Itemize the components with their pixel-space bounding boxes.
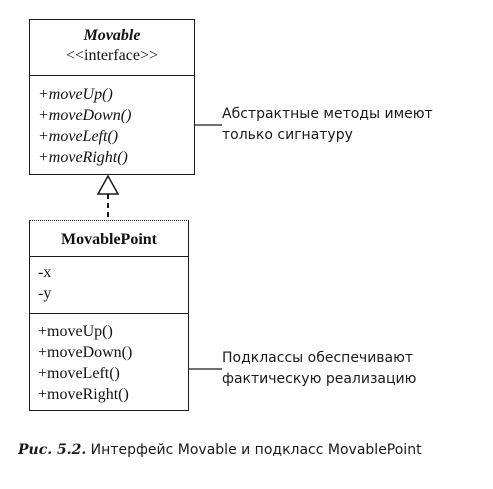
movable-interface-box: Movable <<interface>> +moveUp() +moveDow… xyxy=(29,19,195,175)
movable-method-move-down: +moveDown() xyxy=(38,107,132,124)
movable-point-title-compartment: MovablePoint xyxy=(30,221,188,257)
movable-method-move-up: +moveUp() xyxy=(38,86,113,103)
note-abstract-line-2: только сигнатуру xyxy=(222,127,353,143)
movable-point-methods-compartment: +moveUp() +moveDown() +moveLeft() +moveR… xyxy=(30,314,188,405)
movable-point-method-move-left: +moveLeft() xyxy=(38,365,120,382)
movable-methods-compartment: +moveUp() +moveDown() +moveLeft() +moveR… xyxy=(30,76,194,168)
movable-point-attribute-y: -y xyxy=(38,285,52,302)
note-subclasses-line-2: фактическую реализацию xyxy=(222,371,417,387)
movable-point-method-move-down: +moveDown() xyxy=(38,344,133,361)
movable-stereotype: <<interface>> xyxy=(65,47,159,64)
movable-point-attributes-compartment: -x -y xyxy=(30,257,188,314)
movable-point-method-move-up: +moveUp() xyxy=(38,323,113,340)
note-subclasses-line-1: Подклассы обеспечивают xyxy=(222,350,414,366)
movable-point-class-name: MovablePoint xyxy=(61,231,157,248)
figure-caption-label: Рис. 5.2. xyxy=(18,442,87,458)
note-abstract-methods: Абстрактные методы имеют только сигнатур… xyxy=(222,104,433,146)
note-subclasses-implementation: Подклассы обеспечивают фактическую реали… xyxy=(222,348,416,390)
movable-point-attribute-x: -x xyxy=(38,264,52,281)
realization-arrowhead xyxy=(96,174,120,195)
movable-point-class-box: MovablePoint -x -y +moveUp() +moveDown()… xyxy=(29,220,189,411)
movable-title-compartment: Movable <<interface>> xyxy=(30,20,194,76)
movable-class-name: Movable xyxy=(83,27,141,44)
figure-caption-text: Интерфейс Movable и подкласс MovablePoin… xyxy=(86,442,422,458)
figure-caption: Рис. 5.2. Интерфейс Movable и подкласс M… xyxy=(18,440,422,460)
movable-point-method-move-right: +moveRight() xyxy=(38,386,129,403)
movable-method-move-right: +moveRight() xyxy=(38,149,128,166)
note-abstract-line-1: Абстрактные методы имеют xyxy=(222,106,433,122)
movable-method-move-left: +moveLeft() xyxy=(38,128,119,145)
